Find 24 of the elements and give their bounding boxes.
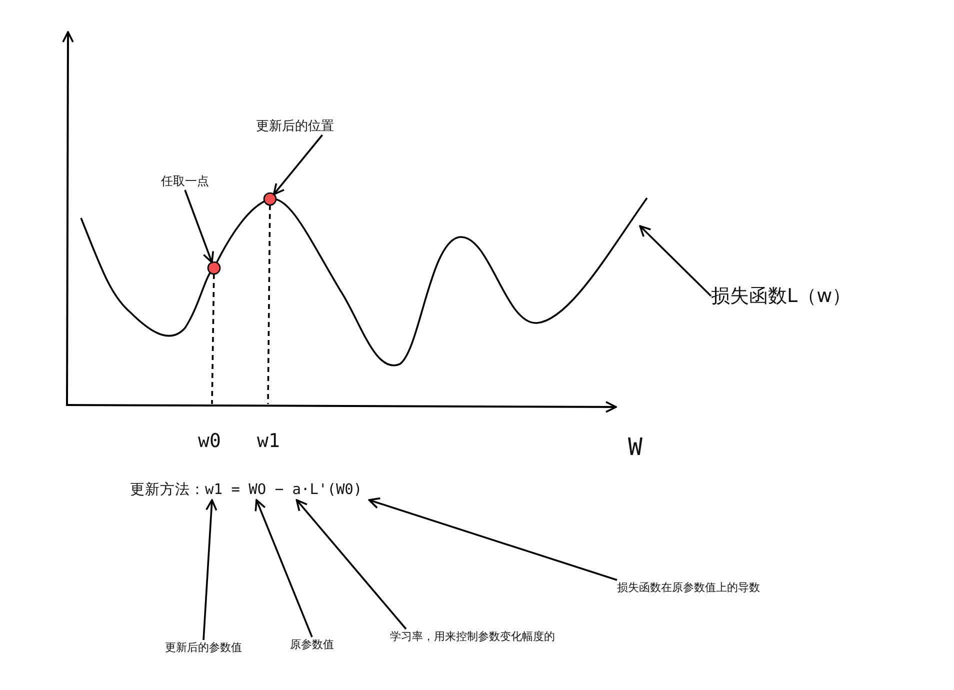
axis-label: W xyxy=(628,433,642,461)
x-axis xyxy=(66,401,617,413)
annotation-text: 学习率，用来控制参数变化幅度的 xyxy=(390,629,555,644)
annotation-text: 原参数值 xyxy=(290,637,334,652)
annotation-text: 损失函数在原参数值上的导数 xyxy=(617,580,760,595)
arrow xyxy=(368,497,618,581)
annotation-text: 更新后的参数值 xyxy=(165,640,242,655)
axis-label: w0 xyxy=(198,430,221,452)
arrow xyxy=(296,499,407,630)
axis-label: w1 xyxy=(257,430,280,452)
annotation-text: 任取一点 xyxy=(161,173,209,190)
annotation-text: 损失函数L（w） xyxy=(711,283,852,309)
point-marker xyxy=(263,192,277,206)
loss-curve xyxy=(80,192,648,366)
arrow xyxy=(184,190,214,264)
annotation-text: 更新后的位置 xyxy=(256,117,334,135)
arrow xyxy=(639,225,712,297)
dashed-drop-line xyxy=(211,274,215,404)
arrow xyxy=(272,134,323,196)
dashed-drop-line xyxy=(267,205,271,404)
point-marker xyxy=(207,261,221,275)
arrow xyxy=(202,499,218,640)
formula: 更新方法：w1 = WO − a·L'(W0) xyxy=(130,480,362,499)
arrow xyxy=(254,499,313,638)
